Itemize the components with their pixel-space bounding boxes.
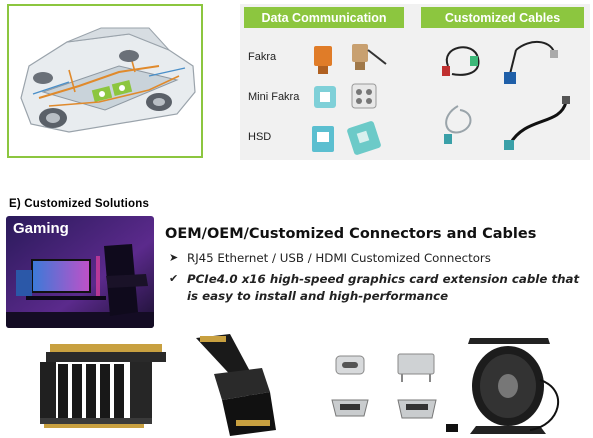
row-label-fakra: Fakra — [248, 51, 277, 63]
bullet-text: PCIe4.0 x16 high-speed graphics card ext… — [187, 272, 580, 303]
car-illustration-panel — [7, 4, 203, 158]
mini-fakra-connector-image — [314, 83, 377, 109]
gaming-banner: Gaming — [6, 216, 154, 328]
bullet-item: ✔ PCIe4.0 x16 high-speed graphics card e… — [169, 271, 589, 305]
bullet-text: RJ45 Ethernet / USB / HDMI Customized Co… — [187, 251, 491, 265]
cable-reel-image — [446, 338, 560, 434]
hsd-cable-image — [444, 105, 472, 144]
bullet-item: ➤ RJ45 Ethernet / USB / HDMI Customized … — [169, 250, 491, 267]
check-arrow-bullet-icon: ✔ — [169, 272, 179, 285]
customized-cables-header: Customized Cables — [421, 7, 584, 28]
data-communication-header: Data Communication — [244, 7, 404, 28]
arrow-bullet-icon: ➤ — [169, 251, 179, 264]
gaming-setup-image — [6, 216, 154, 328]
hsd-connector-image — [312, 121, 381, 155]
row-label-mini-fakra: Mini Fakra — [248, 91, 300, 103]
pcie-riser-image — [40, 344, 166, 428]
hdmi-connector-image — [331, 399, 369, 417]
solutions-title: OEM/OEM/Customized Connectors and Cables — [165, 226, 537, 242]
connector-images — [312, 44, 387, 155]
section-title: E) Customized Solutions — [9, 198, 150, 210]
hsd-cable-2-image — [504, 96, 570, 150]
connector-panel — [240, 4, 590, 160]
product-images-row — [40, 334, 560, 436]
car-chassis-image — [20, 27, 196, 133]
cable-images — [442, 41, 570, 150]
rj45-shield-image — [397, 353, 435, 382]
usb-c-connector-image — [335, 355, 365, 375]
row-label-hsd: HSD — [248, 131, 272, 143]
fakra-cable-image — [442, 46, 480, 76]
gaming-label: Gaming — [13, 220, 69, 237]
hdmi-connector-2-image — [397, 399, 437, 419]
fakra-connector-image — [314, 44, 387, 74]
pcie-extension-cable-image — [196, 334, 276, 436]
fakra-cable-2-image — [504, 41, 558, 84]
